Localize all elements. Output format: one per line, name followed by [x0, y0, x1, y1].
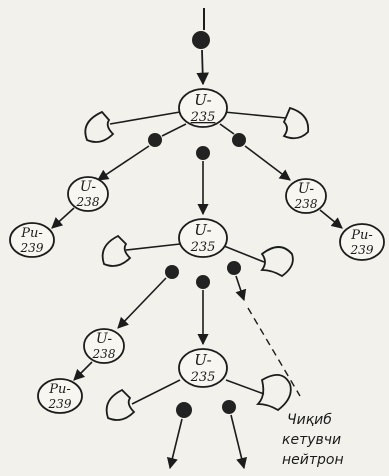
u238-left-1-label-bottom: 238: [76, 195, 100, 209]
fragment-left-2: [103, 236, 130, 266]
fission-line-left-2: [126, 244, 180, 250]
u235-b-label-bottom: 235: [190, 240, 216, 255]
nucleus-u235-a: U- 235: [179, 89, 227, 127]
arrow-u238-left-1-to-pu: [52, 208, 74, 228]
neutron-b-left: [165, 265, 179, 279]
neutron-incoming: [192, 31, 210, 49]
neutron-track-a-left: [162, 124, 186, 136]
nucleus-pu239-left-1: Pu- 239: [10, 223, 54, 257]
fission-line-right-2: [224, 246, 264, 262]
arrow-b-right: [236, 276, 244, 300]
fission-line-left-3: [132, 380, 180, 404]
neutron-a-right: [232, 133, 246, 147]
arrow-a-right: [245, 146, 290, 180]
nucleus-u238-right-1: U- 238: [286, 179, 326, 213]
neutron-b-mid: [196, 275, 210, 289]
arrow-u238-left-2-to-pu: [74, 362, 92, 380]
arrow-c-left: [170, 419, 182, 468]
caption-line-2: кетувчи: [282, 432, 341, 448]
pu239-left-2-label-top: Pu-: [48, 382, 71, 397]
u238-left-1-label-top: U-: [80, 179, 97, 195]
pu239-right-1-label-bottom: 239: [350, 243, 374, 257]
arrow-c-right: [231, 415, 244, 468]
u238-left-2-label-bottom: 238: [92, 347, 116, 361]
neutron-a-left: [148, 133, 162, 147]
u238-right-1-label-top: U-: [298, 181, 315, 197]
arrow-a-left: [98, 146, 149, 180]
caption-line-1: Чиқиб: [287, 412, 332, 428]
fragment-right-1: [284, 108, 308, 138]
arrow-u238-right-1-to-pu: [320, 210, 342, 228]
fragment-right-2: [262, 247, 293, 276]
nucleus-u235-b: U- 235: [179, 219, 227, 257]
neutron-c-left: [176, 402, 192, 418]
u238-right-1-label-bottom: 238: [294, 197, 318, 211]
pu239-left-1-label-top: Pu-: [20, 226, 43, 241]
caption-line-3: нейтрон: [282, 452, 344, 468]
u235-c-label-bottom: 235: [190, 370, 216, 385]
u235-c-label-top: U-: [194, 351, 211, 369]
nucleus-u238-left-2: U- 238: [84, 329, 124, 363]
arrow-b-left: [118, 278, 166, 328]
nucleus-u238-left-1: U- 238: [68, 177, 108, 211]
neutron-track-a-right: [220, 124, 234, 134]
nucleus-pu239-right-1: Pu- 239: [340, 224, 384, 260]
fragment-right-3: [258, 375, 291, 410]
u238-left-2-label-top: U-: [96, 331, 113, 347]
nucleus-u235-c: U- 235: [179, 349, 227, 387]
pu239-right-1-label-top: Pu-: [350, 228, 373, 243]
pu239-left-2-label-bottom: 239: [48, 397, 72, 411]
neutron-b-right: [227, 261, 241, 275]
pu239-left-1-label-bottom: 239: [20, 241, 44, 255]
u235-b-label-top: U-: [194, 221, 211, 239]
u235-a-label-top: U-: [194, 91, 211, 109]
neutron-c-right: [222, 400, 236, 414]
fission-line-right-1: [224, 112, 286, 118]
fission-line-left-1: [110, 112, 180, 124]
neutron-a-mid: [196, 146, 210, 160]
u235-a-label-bottom: 235: [190, 110, 216, 125]
nucleus-pu239-left-2: Pu- 239: [38, 379, 82, 413]
fission-line-right-3: [226, 380, 264, 394]
fragment-left-3: [107, 390, 134, 420]
escaping-neutron-path: [248, 308, 300, 396]
fragment-left-1: [85, 112, 113, 142]
arrow-to-u235-a: [202, 50, 203, 84]
